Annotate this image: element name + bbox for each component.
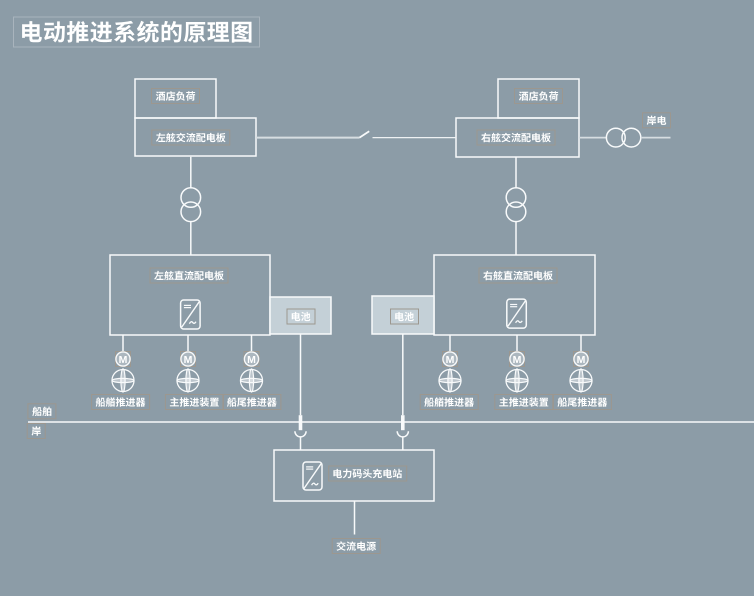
svg-text:M: M — [184, 354, 193, 366]
svg-text:M: M — [577, 354, 586, 366]
svg-text:M: M — [513, 354, 522, 366]
svg-text:M: M — [247, 354, 256, 366]
svg-text:M: M — [446, 354, 455, 366]
svg-text:M: M — [119, 354, 128, 366]
